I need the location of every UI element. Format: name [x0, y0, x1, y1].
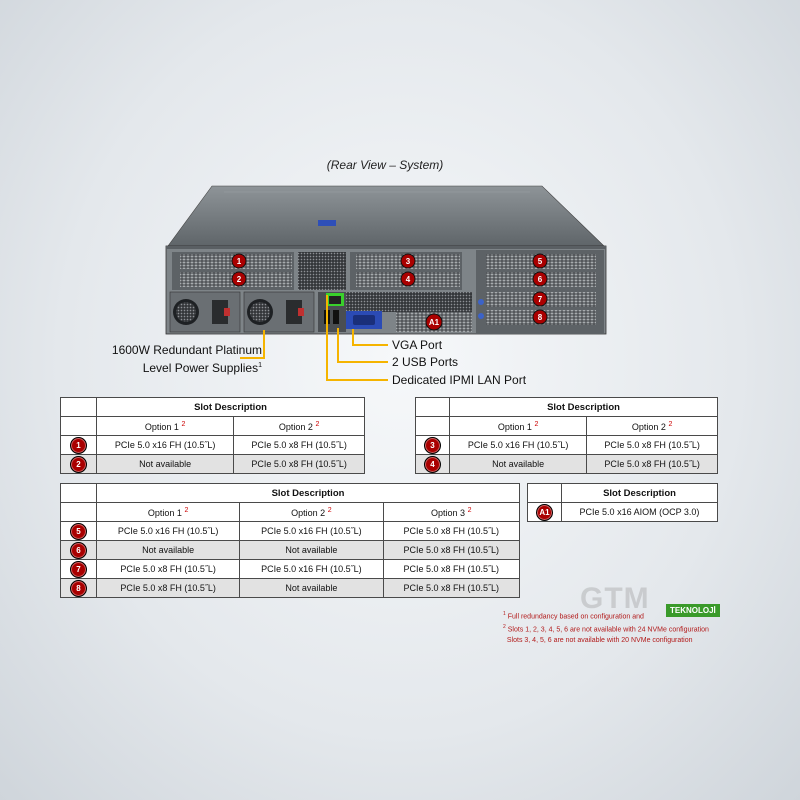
table-row: 6 Not available Not available PCIe 5.0 x… [60, 540, 520, 560]
slot-badge: 7 [70, 560, 87, 578]
table-cell: PCIe 5.0 x8 FH (10.5˝L) [233, 454, 365, 474]
table-cell: PCIe 5.0 x16 FH (10.5˝L) [239, 521, 384, 541]
usb-port-2 [333, 310, 339, 324]
table-row: 5 PCIe 5.0 x16 FH (10.5˝L) PCIe 5.0 x16 … [60, 521, 520, 541]
table-row: 2 Not available PCIe 5.0 x8 FH (10.5˝L) [60, 454, 365, 474]
slot-badge-7: 7 [532, 291, 548, 307]
slot-badge: 2 [70, 455, 87, 473]
table-cell: Not available [239, 578, 384, 598]
slot-badge-5: 5 [532, 253, 548, 269]
table-cell: PCIe 5.0 x16 FH (10.5˝L) [448, 435, 588, 455]
table-cell: PCIe 5.0 x8 FH (10.5˝L) [586, 435, 718, 455]
svg-text:1: 1 [237, 257, 242, 266]
table-row: 7 PCIe 5.0 x8 FH (10.5˝L) PCIe 5.0 x16 F… [60, 559, 520, 579]
slot-badge-a1: A1 [425, 313, 443, 331]
table-row: 4 Not available PCIe 5.0 x8 FH (10.5˝L) [415, 454, 718, 474]
slot-badge-3: 3 [400, 253, 416, 269]
column-header: Option 3 2 [382, 502, 520, 522]
slot-table-1-2: Slot Description Option 1 2 Option 2 2 1… [60, 397, 365, 474]
watermark-tag: TEKNOLOJİ [666, 604, 720, 617]
column-header: Option 2 2 [586, 416, 718, 436]
watermark-logo: GTM [580, 582, 650, 615]
psu-label-line1: 1600W Redundant Platinum [111, 343, 262, 357]
slot-badge: 3 [424, 436, 441, 454]
column-header: Option 2 2 [233, 416, 365, 436]
table-cell: PCIe 5.0 x8 FH (10.5˝L) [382, 521, 520, 541]
svg-text:5: 5 [538, 257, 543, 266]
table-cell: PCIe 5.0 x8 FH (10.5˝L) [382, 559, 520, 579]
slot-badge-8: 8 [532, 309, 548, 325]
table-cell: PCIe 5.0 x16 FH (10.5˝L) [239, 559, 384, 579]
column-header: Option 2 2 [239, 502, 384, 522]
slot-badge: 6 [70, 541, 87, 559]
table-row: 8 PCIe 5.0 x8 FH (10.5˝L) Not available … [60, 578, 520, 598]
table-title: Slot Description [449, 397, 718, 417]
svg-text:2: 2 [237, 275, 242, 284]
table-row: 3 PCIe 5.0 x16 FH (10.5˝L) PCIe 5.0 x8 F… [415, 435, 718, 455]
slot-badge-6: 6 [532, 271, 548, 287]
table-cell: PCIe 5.0 x16 AIOM (OCP 3.0) [561, 502, 718, 522]
column-header: Option 1 2 [95, 502, 241, 522]
power-supply-label: 1600W Redundant Platinum Level Power Sup… [40, 343, 262, 376]
column-header: Option 1 2 [95, 416, 235, 436]
table-cell: PCIe 5.0 x16 FH (10.5˝L) [95, 521, 241, 541]
psu-label-line2: Level Power Supplies1 [142, 361, 262, 375]
slot-badge: A1 [536, 503, 553, 521]
slot-badge-1: 1 [231, 253, 247, 269]
slot-badge: 8 [70, 579, 87, 597]
table-cell: Not available [239, 540, 384, 560]
table-cell: Not available [448, 454, 588, 474]
slot-table-a1: Slot Description A1 PCIe 5.0 x16 AIOM (O… [527, 483, 718, 522]
slot-table-3-4: Slot Description Option 1 2 Option 2 2 3… [415, 397, 718, 474]
table-title: Slot Description [561, 483, 718, 503]
chassis-release-tab [318, 220, 336, 226]
slot-badge-group: 1 2 3 4 5 6 7 8A1 [231, 253, 548, 331]
slot-badge-4: 4 [400, 271, 416, 287]
table-cell: PCIe 5.0 x8 FH (10.5˝L) [233, 435, 365, 455]
power-supply-2 [243, 291, 315, 333]
table-cell: PCIe 5.0 x8 FH (10.5˝L) [382, 540, 520, 560]
slot-badge: 4 [424, 455, 441, 473]
svg-text:4: 4 [406, 275, 411, 284]
slot-badge: 1 [70, 436, 87, 454]
slot-badge: 5 [70, 522, 87, 540]
power-supply-1 [169, 291, 241, 333]
footnote-2: 2 Slots 1, 2, 3, 4, 5, 6 are not availab… [503, 624, 709, 634]
table-cell: Not available [95, 454, 235, 474]
svg-text:3: 3 [406, 257, 411, 266]
svg-text:6: 6 [538, 275, 543, 284]
footnotes: 1 Full redundancy based on configuration… [503, 609, 709, 646]
slot-table-5-8: Slot Description Option 1 2 Option 2 2 O… [60, 483, 520, 598]
ipmi-lan-port-label: Dedicated IPMI LAN Port [392, 373, 527, 387]
table-cell: PCIe 5.0 x8 FH (10.5˝L) [382, 578, 520, 598]
rear-view-caption: (Rear View – System) [326, 158, 444, 172]
table-row: A1 PCIe 5.0 x16 AIOM (OCP 3.0) [527, 502, 718, 522]
column-header: Option 1 2 [448, 416, 588, 436]
table-cell: PCIe 5.0 x8 FH (10.5˝L) [95, 559, 241, 579]
table-cell: Not available [95, 540, 241, 560]
footnote-3: Slots 3, 4, 5, 6 are not available with … [506, 636, 693, 644]
usb-ports-label: 2 USB Ports [392, 355, 459, 369]
table-cell: PCIe 5.0 x8 FH (10.5˝L) [95, 578, 241, 598]
footnote-1: 1 Full redundancy based on configuration… [503, 611, 644, 621]
table-cell: PCIe 5.0 x8 FH (10.5˝L) [586, 454, 718, 474]
svg-text:A1: A1 [429, 318, 440, 327]
table-title: Slot Description [96, 397, 365, 417]
svg-text:8: 8 [538, 313, 543, 322]
vga-port-label: VGA Port [392, 338, 443, 352]
table-cell: PCIe 5.0 x16 FH (10.5˝L) [95, 435, 235, 455]
svg-text:7: 7 [538, 295, 543, 304]
slot-badge-2: 2 [231, 271, 247, 287]
table-row: 1 PCIe 5.0 x16 FH (10.5˝L) PCIe 5.0 x8 F… [60, 435, 365, 455]
server-rear-illustration: 1 2 3 4 5 6 7 8A1 [165, 185, 607, 335]
table-title: Slot Description [96, 483, 520, 503]
